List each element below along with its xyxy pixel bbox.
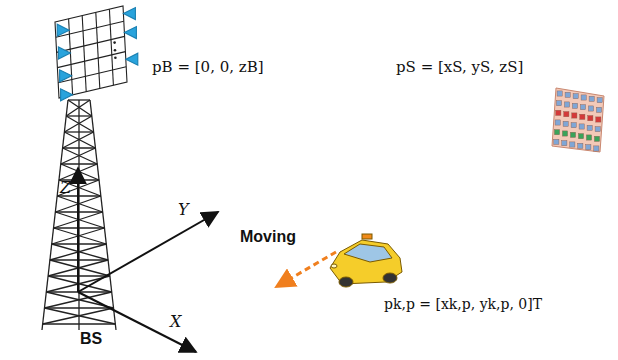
ris-position-label: pS = [xS, yS, zS] <box>396 58 523 76</box>
tower-lattice <box>42 100 116 330</box>
axis-label: Y <box>178 200 189 219</box>
coordinate-axes <box>78 168 218 352</box>
axis-label: X <box>170 312 181 331</box>
bs-position-label: pB = [0, 0, zB] <box>152 58 264 76</box>
moving-label: Moving <box>240 228 296 246</box>
motion-arrow <box>276 252 336 287</box>
car-icon <box>330 234 402 287</box>
vehicle-position-label: pk,p = [xk,p, yk,p, 0]T <box>384 296 542 312</box>
ris-surface <box>552 88 604 152</box>
antenna-array <box>55 6 138 101</box>
axis-label: Z <box>60 178 71 197</box>
station-label: BS <box>80 330 102 348</box>
